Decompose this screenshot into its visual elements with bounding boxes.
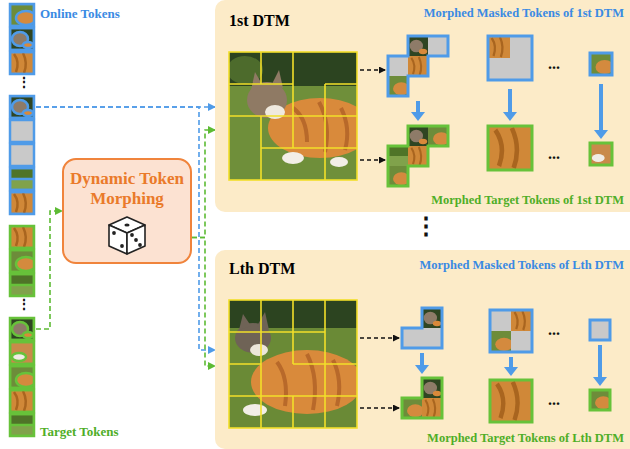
masked-token-row [402, 308, 610, 352]
dashed-connector [36, 107, 215, 350]
stage-panel: 1st DTM Morphed Masked Tokens of 1st DTM M… [215, 0, 630, 212]
dashed-connector [192, 238, 215, 367]
panel-illustration [215, 0, 630, 212]
target-token-row [402, 378, 612, 422]
panel-illustration [215, 250, 630, 449]
split-arrows [360, 338, 399, 408]
cat-photo [229, 52, 357, 180]
row-caption: Morphed Masked Tokens of Lth DTM [419, 258, 624, 273]
cat-photo [229, 300, 357, 428]
ellipsis-mark: ... [548, 56, 560, 72]
panel-title: 1st DTM [229, 12, 290, 30]
token-column: Target Tokens [8, 224, 36, 440]
row-caption: Morphed Masked Tokens of 1st DTM [424, 6, 624, 21]
dice-icon [105, 213, 149, 257]
token-column: Online Tokens [8, 2, 36, 218]
token-grid [229, 52, 357, 180]
row-caption: Morphed Target Tokens of 1st DTM [431, 193, 624, 208]
process-box: Dynamic Token Morphing [62, 158, 192, 264]
split-arrows [360, 70, 385, 160]
masked-token-row [388, 36, 614, 96]
panel-title: Lth DTM [229, 260, 295, 278]
target-token-row [388, 126, 612, 186]
box-label: Dynamic Token Morphing [67, 169, 187, 209]
dashed-connector [36, 211, 62, 329]
dashed-connector [192, 130, 215, 238]
ellipsis-mark: ⋮ [17, 76, 31, 90]
online-token-stack [10, 4, 36, 214]
ellipsis-mark: ⋮ [17, 298, 31, 312]
target-token-stack [10, 226, 36, 436]
ellipsis-mark: ⋮ [414, 214, 438, 238]
ellipsis-mark: ... [548, 392, 560, 408]
row-caption: Morphed Target Tokens of Lth DTM [427, 431, 624, 446]
column-heading: Target Tokens [40, 424, 68, 439]
stage-panel: Lth DTM Morphed Masked Tokens of Lth DTM M… [215, 250, 630, 449]
token-grid [229, 300, 357, 428]
ellipsis-mark: ... [548, 146, 560, 162]
column-heading: Online Tokens [40, 6, 68, 21]
ellipsis-mark: ... [548, 322, 560, 338]
